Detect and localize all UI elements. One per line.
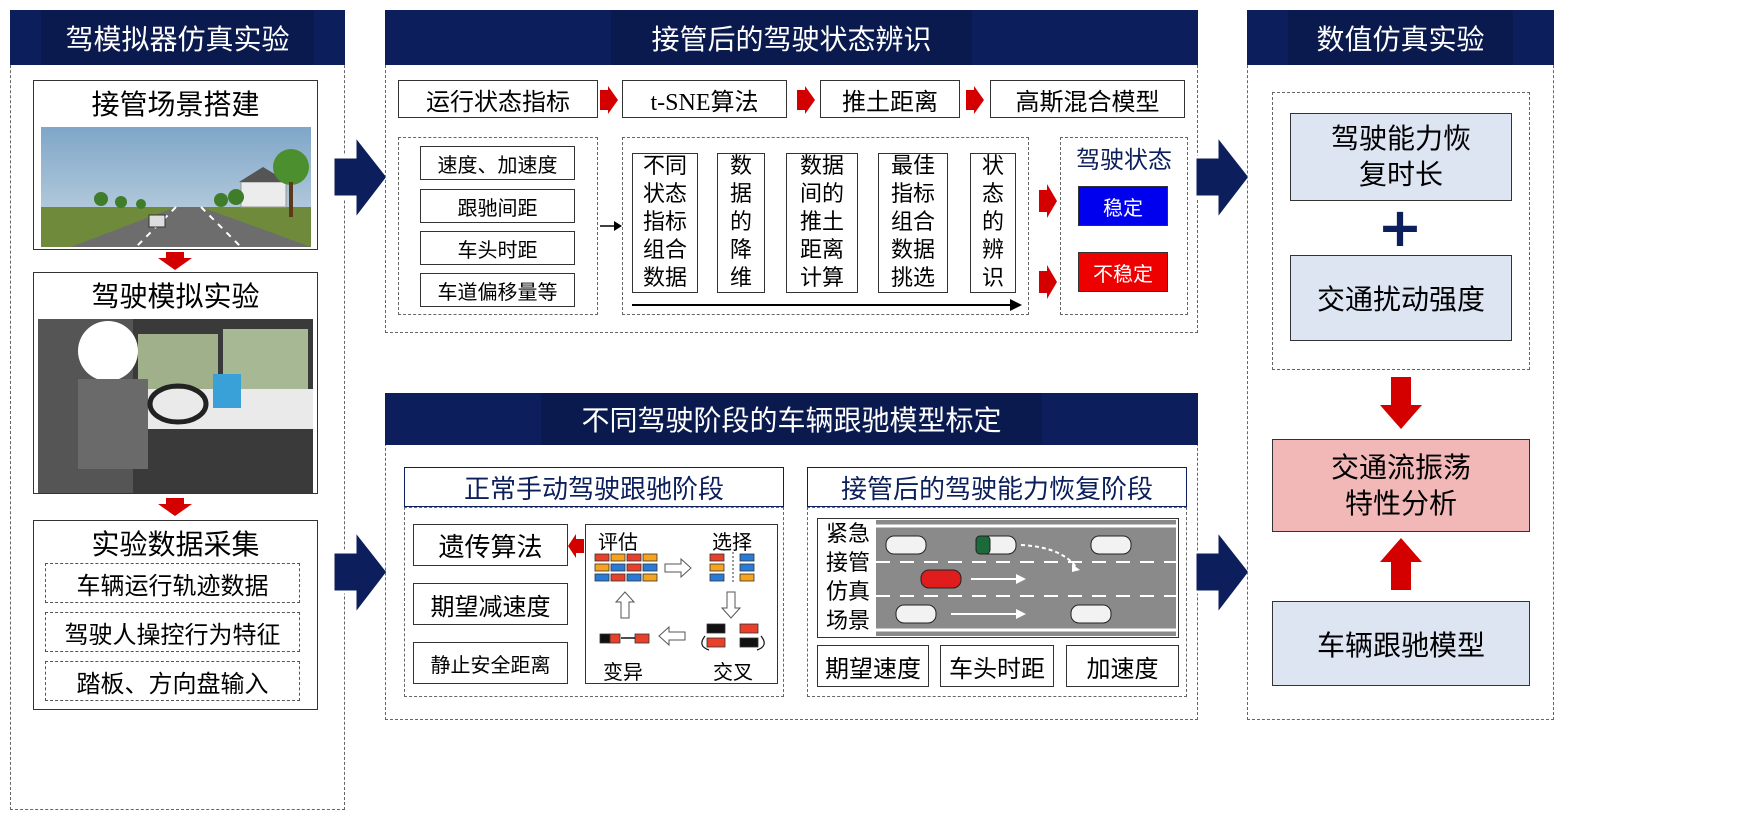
process-col: 不同状态指标组合数据 — [632, 153, 698, 293]
process-flow-arrow — [632, 299, 1022, 311]
takeover-stage-title: 接管后的驾驶能力恢复阶段 — [807, 467, 1187, 507]
driving-sim-box: 驾驶模拟实验 — [33, 272, 318, 494]
param-box: 车头时距 — [940, 645, 1054, 687]
ga-item: 静止安全距离 — [413, 642, 568, 684]
ga-cycle-diagram — [594, 552, 765, 651]
ga-item: 遗传算法 — [413, 524, 568, 566]
takeover-stage-body — [807, 507, 1187, 697]
step-box: 高斯混合模型 — [990, 80, 1185, 118]
process-col: 数据间的推土距离计算 — [786, 153, 858, 293]
process-col: 最佳指标组合数据挑选 — [878, 153, 948, 293]
ga-item: 期望减速度 — [413, 583, 568, 625]
data-collect-title: 实验数据采集 — [91, 528, 260, 561]
param-box: 期望速度 — [817, 645, 929, 687]
step-box: 运行状态指标 — [398, 80, 598, 118]
arrow-right-icon — [1039, 265, 1057, 299]
step-box: t-SNE算法 — [622, 80, 787, 118]
process-group — [622, 137, 1029, 315]
calibration-header: 不同驾驶阶段的车辆跟驰模型标定 — [385, 393, 1198, 445]
process-col: 数据的降维 — [717, 153, 765, 293]
road-lanes-image — [876, 520, 1176, 636]
calibration-title: 不同驾驶阶段的车辆跟驰模型标定 — [541, 393, 1042, 445]
normal-stage-title: 正常手动驾驶跟驰阶段 — [404, 467, 784, 507]
indicator-item: 车头时距 — [420, 231, 575, 265]
factor-group — [1272, 92, 1530, 370]
takeover-scene-label: 紧急接管仿真场景 — [825, 522, 870, 634]
normal-stage-body — [404, 507, 784, 697]
left-panel-title: 驾模拟器仿真实验 — [41, 10, 314, 65]
arrow-left-icon — [568, 534, 584, 558]
big-arrow-right-icon — [333, 530, 388, 615]
ga-select-label: 选择 — [712, 530, 752, 554]
process-col: 状态的辨识 — [970, 153, 1016, 293]
arrow-right-icon — [1039, 184, 1057, 218]
plus-icon: + — [1377, 196, 1423, 259]
arrow-up-icon — [1380, 538, 1422, 590]
car-following-box: 车辆跟驰模型 — [1272, 601, 1530, 686]
arrow-down-icon — [158, 252, 192, 270]
indicator-item: 速度、加速度 — [420, 146, 575, 180]
unstable-badge: 不稳定 — [1078, 252, 1168, 292]
state-title: 驾驶状态 — [1076, 146, 1172, 174]
disturbance-box: 交通扰动强度 — [1290, 255, 1512, 341]
scene-build-title: 接管场景搭建 — [91, 88, 260, 121]
stable-badge: 稳定 — [1078, 186, 1168, 226]
driving-sim-title: 驾驶模拟实验 — [91, 280, 260, 313]
collect-item: 驾驶人操控行为特征 — [45, 612, 300, 652]
left-panel-header: 驾模拟器仿真实验 — [10, 10, 345, 65]
big-arrow-right-icon — [1195, 530, 1250, 615]
numeric-sim-header: 数值仿真实验 — [1247, 10, 1554, 65]
state-id-title: 接管后的驾驶状态辨识 — [611, 10, 972, 65]
collect-item: 踏板、方向盘输入 — [45, 661, 300, 701]
state-id-header: 接管后的驾驶状态辨识 — [385, 10, 1198, 65]
recovery-duration-box: 驾驶能力恢复时长 — [1290, 113, 1512, 201]
indicator-item: 车道偏移量等 — [420, 273, 575, 307]
indicator-group — [398, 137, 598, 315]
simulator-photo — [38, 319, 313, 493]
step-box: 推土距离 — [820, 80, 960, 118]
big-arrow-right-icon — [333, 135, 388, 220]
arrow-right-icon — [797, 86, 815, 114]
ga-cycle-box — [585, 524, 778, 684]
scene-build-box: 接管场景搭建 — [33, 80, 318, 250]
param-box: 加速度 — [1066, 645, 1179, 687]
arrow-down-icon — [1380, 377, 1422, 429]
road-scene-image — [40, 127, 311, 247]
small-arrow-icon — [600, 221, 622, 231]
numeric-sim-title: 数值仿真实验 — [1288, 10, 1513, 65]
ga-evaluate-label: 评估 — [598, 530, 638, 554]
oscillation-box: 交通流振荡特性分析 — [1272, 439, 1530, 532]
ga-mutate-label: 变异 — [603, 660, 643, 684]
arrow-right-icon — [600, 86, 618, 114]
indicator-item: 跟驰间距 — [420, 189, 575, 223]
arrow-right-icon — [966, 86, 984, 114]
collect-item: 车辆运行轨迹数据 — [45, 563, 300, 603]
state-group — [1060, 137, 1188, 315]
arrow-down-icon — [158, 498, 192, 516]
big-arrow-right-icon — [1195, 135, 1250, 220]
ga-cross-label: 交叉 — [713, 660, 753, 684]
